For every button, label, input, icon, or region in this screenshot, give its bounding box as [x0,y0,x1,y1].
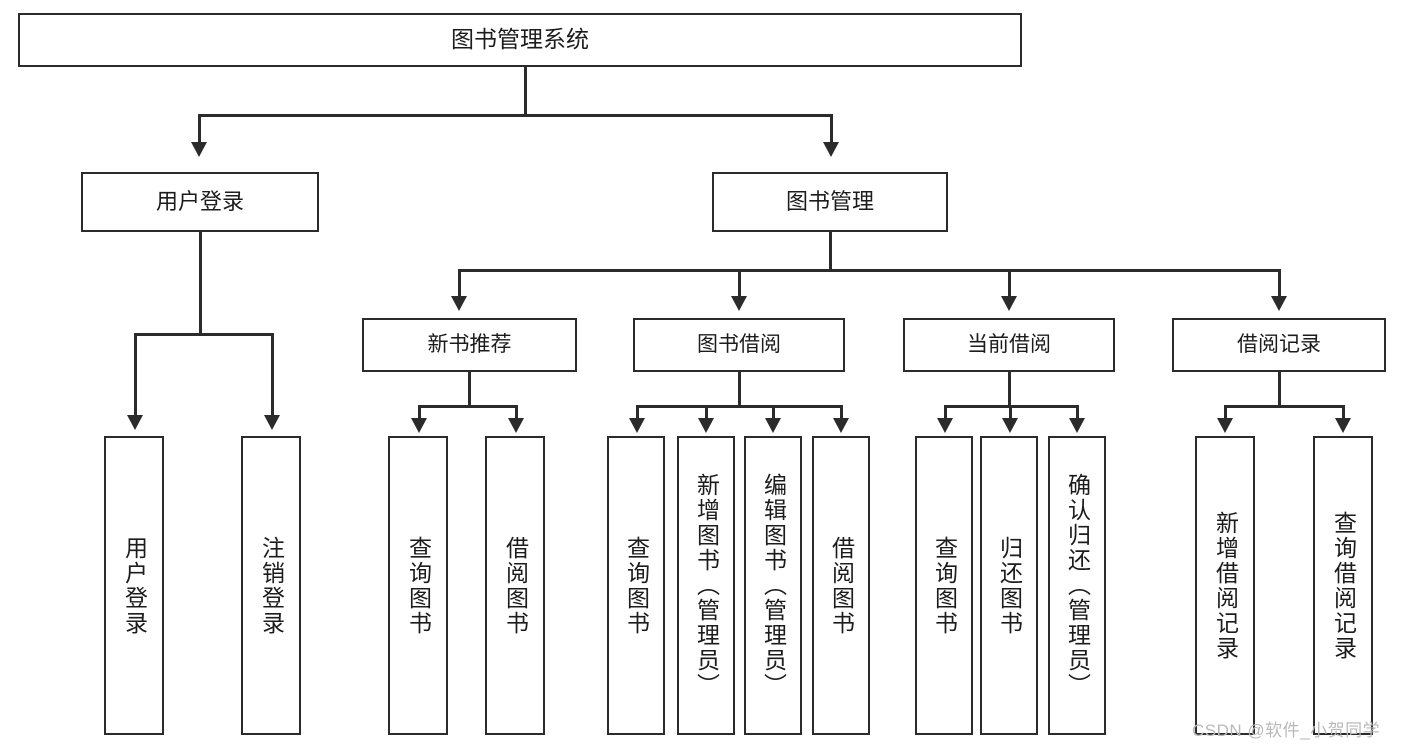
leaf-label: 查询借阅记录 [1330,510,1357,661]
connector-borrow-record-stem [1278,372,1281,407]
leaf-label: 编辑图书（管理员） [760,473,787,698]
leaf-query-book-3[interactable]: 查询图书 [915,436,973,735]
connector-new-book-recommend-bus [418,405,517,408]
connector-drop-add-record [1224,405,1227,420]
leaf-label: 查询图书 [623,535,650,636]
arrow-query-book-3 [937,418,953,433]
leaf-return-book[interactable]: 归还图书 [980,436,1038,735]
leaf-label: 新增图书（管理员） [693,473,720,698]
connector-drop-leaf-user-login [134,333,137,417]
node-label: 图书管理 [785,189,874,215]
leaf-add-record[interactable]: 新增借阅记录 [1195,436,1255,735]
arrow-query-book-2 [629,418,645,433]
connector-book-management-stem [829,232,832,271]
connector-drop-confirm-return [1076,405,1079,420]
arrow-edit-book [765,418,781,433]
leaf-user-login[interactable]: 用户登录 [104,436,164,735]
node-book-borrow[interactable]: 图书借阅 [633,318,845,372]
arrow-borrow-book-2 [833,418,849,433]
leaf-label: 借阅图书 [828,535,855,636]
leaf-label: 确认归还（管理员） [1064,473,1091,698]
connector-drop-query-record [1342,405,1345,420]
connector-user-login-stem [199,232,202,334]
node-label: 图书借阅 [697,332,781,356]
arrow-add-book [698,418,714,433]
connector-drop-query-book-2 [636,405,639,420]
connector-drop-new-book-recommend [458,269,461,298]
connector-drop-borrow-book-2 [840,405,843,420]
arrow-book-management [823,142,839,157]
connector-drop-current-borrow [1008,269,1011,298]
leaf-edit-book[interactable]: 编辑图书（管理员） [744,436,802,735]
arrow-query-book-1 [411,418,427,433]
leaf-label: 查询图书 [931,535,958,636]
arrow-return-book [1002,418,1018,433]
leaf-logout-login[interactable]: 注销登录 [241,436,301,735]
arrow-query-record [1335,418,1351,433]
connector-current-borrow-stem [1008,372,1011,407]
watermark-text: CSDN @软件_小贺同学 [1192,721,1381,740]
connector-borrow-record-bus [1224,405,1344,408]
leaf-label: 新增借阅记录 [1212,510,1239,661]
arrow-current-borrow [1001,296,1017,311]
leaf-add-book[interactable]: 新增图书（管理员） [677,436,735,735]
leaf-borrow-book-1[interactable]: 借阅图书 [485,436,545,735]
connector-drop-add-book [705,405,708,420]
connector-book-borrow-bus [636,405,840,408]
connector-drop-return-book [1009,405,1012,420]
node-borrow-record[interactable]: 借阅记录 [1172,318,1386,372]
leaf-label: 借阅图书 [502,535,529,636]
arrow-new-book-recommend [451,296,467,311]
connector-drop-edit-book [772,405,775,420]
connector-drop-leaf-logout-login [271,333,274,417]
arrow-add-record [1217,418,1233,433]
leaf-label: 查询图书 [405,535,432,636]
leaf-label: 注销登录 [258,535,285,636]
connector-new-book-recommend-stem [468,372,471,407]
connector-drop-book-management [830,114,833,144]
arrow-borrow-record [1271,296,1287,311]
connector-drop-query-book-1 [418,405,421,420]
node-new-book-recommend[interactable]: 新书推荐 [362,318,577,372]
node-label: 当前借阅 [967,332,1051,356]
leaf-query-record[interactable]: 查询借阅记录 [1313,436,1373,735]
node-user-login[interactable]: 用户登录 [81,172,319,232]
arrow-user-login [191,142,207,157]
node-label: 用户登录 [155,189,244,215]
node-label: 图书管理系统 [451,26,589,53]
connector-root-stem [524,67,527,115]
arrow-borrow-book-1 [508,418,524,433]
connector-drop-user-login [198,114,201,144]
leaf-query-book-2[interactable]: 查询图书 [607,436,665,735]
connector-drop-borrow-book-1 [515,405,518,420]
leaf-borrow-book-2[interactable]: 借阅图书 [812,436,870,735]
node-label: 新书推荐 [427,332,512,356]
leaf-query-book-1[interactable]: 查询图书 [388,436,448,735]
arrow-leaf-logout-login [264,415,280,430]
node-current-borrow[interactable]: 当前借阅 [903,318,1115,372]
connector-book-borrow-stem [738,372,741,407]
node-root-system[interactable]: 图书管理系统 [18,13,1022,67]
arrow-leaf-user-login [127,415,143,430]
leaf-label: 归还图书 [996,535,1023,636]
connector-drop-borrow-record [1278,269,1281,298]
arrow-book-borrow [731,296,747,311]
leaf-confirm-return[interactable]: 确认归还（管理员） [1048,436,1106,735]
node-book-management[interactable]: 图书管理 [712,172,948,232]
connector-drop-query-book-3 [944,405,947,420]
connector-level2-bus [198,114,832,117]
connector-level3-bus [458,269,1280,272]
node-label: 借阅记录 [1237,332,1321,356]
leaf-label: 用户登录 [121,535,148,636]
arrow-confirm-return [1069,418,1085,433]
connector-drop-book-borrow [738,269,741,298]
connector-user-login-bus [134,333,273,336]
